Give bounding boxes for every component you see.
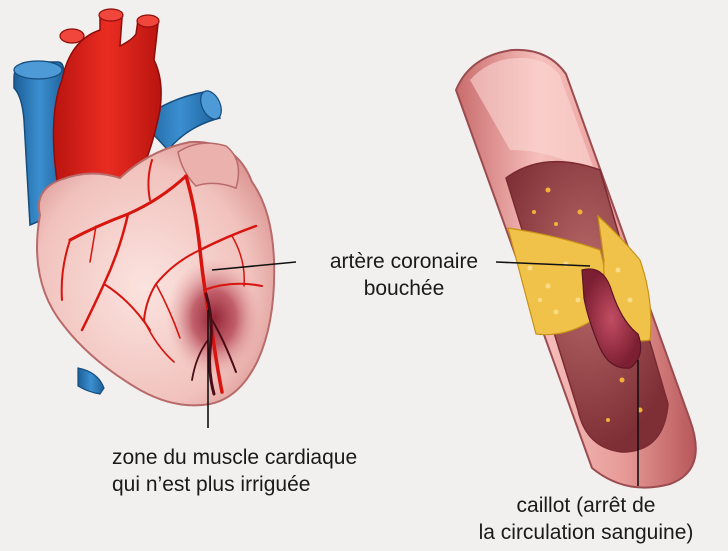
label-unirrigated-zone: zone du muscle cardiaque qui n’est plus … xyxy=(112,444,432,498)
label-blocked-artery-line2: bouchée xyxy=(304,275,504,302)
label-clot: caillot (arrêt de la circulation sanguin… xyxy=(452,492,720,546)
infarct-zone xyxy=(166,258,262,378)
label-clot-line1: caillot (arrêt de xyxy=(452,492,720,519)
label-unirrigated-zone-line1: zone du muscle cardiaque xyxy=(112,444,432,471)
label-blocked-artery: artère coronaire bouchée xyxy=(304,248,504,302)
heart-illustration xyxy=(14,9,274,405)
label-blocked-artery-line1: artère coronaire xyxy=(304,248,504,275)
label-unirrigated-zone-line2: qui n’est plus irriguée xyxy=(112,471,432,498)
vena-cava-inferior xyxy=(78,368,104,394)
label-clot-line2: la circulation sanguine) xyxy=(452,519,720,546)
